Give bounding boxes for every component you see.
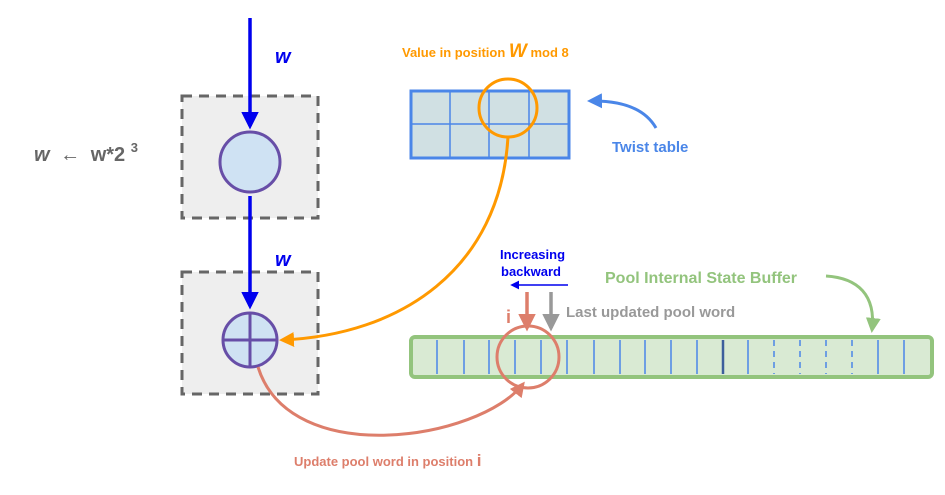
increasing-label: Increasing [500, 247, 565, 262]
xor-node [221, 311, 279, 369]
shift-expr-var: w [34, 144, 51, 166]
value-position-prefix: Value in position [402, 45, 509, 60]
twist-table-label: Twist table [612, 139, 688, 156]
i-marker-label: i [506, 307, 511, 327]
update-pool-prefix: Update pool word in position [294, 454, 477, 469]
pool-buffer-pointer-arrow [825, 274, 881, 333]
pool-buffer [409, 335, 934, 379]
update-pool-var: i [477, 451, 482, 470]
shift-expression: w ← w*2 3 [34, 140, 138, 166]
value-position-label: Value in position W mod 8 [402, 41, 569, 62]
update-pool-label: Update pool word in position i [294, 451, 481, 470]
last-updated-label: Last updated pool word [566, 304, 735, 321]
shift-node [218, 130, 282, 194]
shift-expr-arrow: ← [60, 144, 80, 166]
w-input-label: w [275, 46, 292, 68]
pool-buffer-label: Pool Internal State Buffer [605, 270, 797, 287]
shift-expr-value: w*2 [90, 144, 125, 166]
twist-table-pointer-arrow [587, 93, 658, 129]
value-position-var: W [509, 41, 529, 62]
backward-label: backward [501, 264, 561, 279]
twist-value-arrow [279, 136, 510, 347]
value-position-suffix: mod 8 [530, 45, 568, 60]
shift-expr-exponent: 3 [131, 140, 138, 155]
update-pool-arrow [256, 366, 525, 437]
w-shifted-label: w [275, 249, 292, 271]
twist-table [409, 89, 571, 160]
